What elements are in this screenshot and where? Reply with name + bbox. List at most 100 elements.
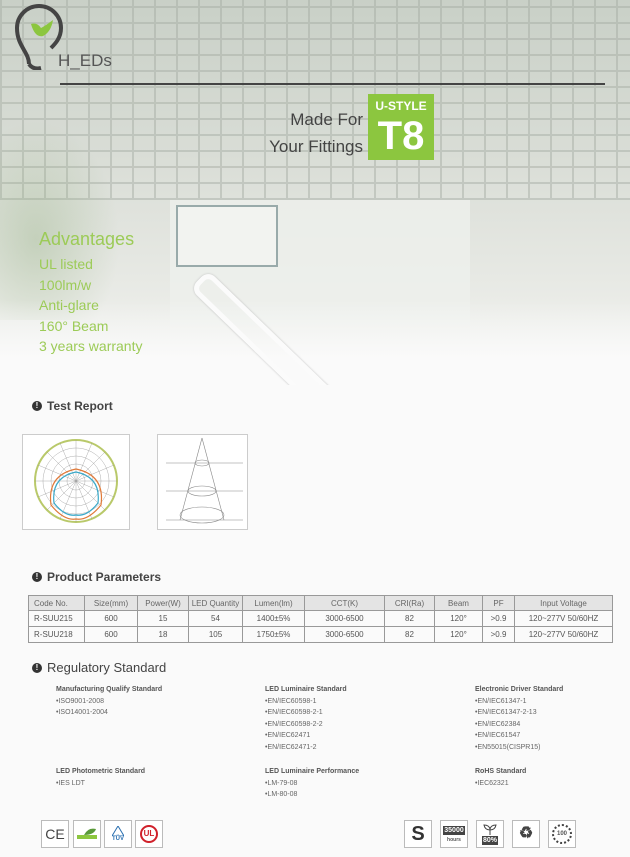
standard-group-title: Manufacturing Qualify Standard <box>56 686 163 693</box>
cell: 82 <box>384 626 435 643</box>
standard-group: LED Luminaire Performance•LM-79-08•LM-80… <box>265 766 359 801</box>
section-title: Product Parameters <box>47 570 162 584</box>
polar-chart <box>22 434 130 530</box>
standard-item: •EN55015(CISPR15) <box>475 743 541 751</box>
column-header: Power(W) <box>137 595 189 611</box>
advantage-item: Anti-glare <box>39 297 99 313</box>
table-header-row: Code No. Size(mm) Power(W) LED Quantity … <box>28 595 613 611</box>
advantage-item: 160° Beam <box>39 317 109 334</box>
standard-group: LED Luminaire Standard •EN/IEC60598-1 •EN/… <box>265 684 347 753</box>
standard-item: •LM-79-08 <box>265 779 298 787</box>
tuv-label: TÜV <box>112 835 124 842</box>
standard-item: •ISO14001-2004 <box>56 709 108 716</box>
standard-item: •EN/IEC61347-2-13 <box>475 709 537 716</box>
standard-item: •EN/IEC62471 <box>265 732 311 739</box>
cell: R-SUU215 <box>28 610 85 627</box>
column-header: LED Quantity <box>188 595 243 611</box>
standard-item: •EN/IEC62384 <box>475 720 521 728</box>
test-report-heading: ! Test Report <box>32 399 113 413</box>
column-header: Input Voltage <box>514 595 613 611</box>
advantages-title: Advantages <box>39 229 135 249</box>
cell: 15 <box>137 610 189 627</box>
parameters-table: Code No. Size(mm) Power(W) LED Quantity … <box>28 595 613 643</box>
tagline: Made For Your Fittings <box>230 106 363 160</box>
cell: 1400±5% <box>242 610 305 627</box>
cert-tuv: TÜV <box>104 820 132 848</box>
standard-item: •LM-80-08 <box>265 791 298 798</box>
cert-s: S <box>404 820 432 848</box>
standard-item: •ISO9001-2008 <box>56 697 104 705</box>
advantage-item: 100lm/w <box>39 276 92 293</box>
cell: 120° <box>434 610 483 627</box>
cell: 120~277V 50/60HZ <box>514 626 613 643</box>
plant-image <box>0 120 120 320</box>
info-icon: ! <box>32 572 42 582</box>
product-parameters-heading: ! Product Parameters <box>32 570 161 584</box>
standard-group: RoHS Standard •IEC62321 <box>475 766 526 789</box>
cell: 3000-6500 <box>304 610 385 627</box>
hero-banner <box>0 0 630 385</box>
ul-mark: UL <box>140 825 158 843</box>
cert-ce: CE <box>41 820 69 848</box>
standard-group-title: LED Photometric Standard <box>56 768 146 775</box>
standard-group: Electronic Driver Standard •EN/IEC61347-1… <box>475 684 563 753</box>
standard-item: •EN/IEC62471-2 <box>265 743 317 751</box>
column-header: PF <box>482 595 515 611</box>
cell: 105 <box>188 626 243 643</box>
cell: 120~277V 50/60HZ <box>514 610 613 627</box>
cone-chart <box>157 434 248 530</box>
standard-item: •EN/IEC60598-1 <box>265 697 317 705</box>
column-header: CRI(Ra) <box>384 595 435 611</box>
cell: 3000-6500 <box>304 626 385 643</box>
standard-item: •EN/IEC61547 <box>475 732 521 739</box>
column-header: CCT(K) <box>304 595 385 611</box>
column-header: Size(mm) <box>84 595 138 611</box>
standard-group-title: RoHS Standard <box>475 768 527 775</box>
cert-ul: UL <box>135 820 163 848</box>
advantage-item: 3 years warranty <box>39 338 143 354</box>
cell: 54 <box>188 610 243 627</box>
ceiling-image <box>0 0 630 200</box>
standard-item: •IEC62321 <box>475 779 509 787</box>
tuv-triangle-icon <box>112 825 124 836</box>
info-icon: ! <box>32 401 42 411</box>
regulatory-heading: ! Regulatory Standard <box>32 660 166 675</box>
sprout-icon <box>483 823 497 835</box>
standard-item: •EN/IEC61347-1 <box>475 697 527 705</box>
lifetime-value: 35000 <box>443 825 465 835</box>
cell: 120° <box>434 626 483 643</box>
cell: >0.9 <box>482 610 515 627</box>
standard-group-title: LED Luminaire Standard <box>265 686 347 693</box>
floor-fade <box>0 300 630 385</box>
cert-rohs <box>73 820 101 848</box>
standard-group-title: Electronic Driver Standard <box>475 686 564 693</box>
advantages: Advantages UL listed 100lm/w Anti-glare … <box>39 228 142 357</box>
header-divider <box>60 83 605 85</box>
product-badge: U-STYLE T8 <box>368 94 434 160</box>
cell: >0.9 <box>482 626 515 643</box>
column-header: Lumen(lm) <box>242 595 305 611</box>
section-title: Regulatory Standard <box>47 660 167 675</box>
logo <box>14 4 65 75</box>
column-header: Code No. <box>28 595 85 611</box>
cell: 18 <box>137 626 189 643</box>
standard-group: LED Photometric Standard •IES LDT <box>56 766 145 789</box>
table-row: R-SUU215 600 15 54 1400±5% 3000-6500 82 … <box>28 610 613 627</box>
lifetime-unit: hours <box>447 836 461 843</box>
section-title: Test Report <box>47 399 113 413</box>
tagline-line1: Made For <box>290 110 363 129</box>
standard-group: Manufacturing Qualify Standard •ISO9001-2… <box>56 684 162 719</box>
cell: 1750±5% <box>242 626 305 643</box>
cell: 600 <box>84 610 138 627</box>
cell: 600 <box>84 626 138 643</box>
table-row: R-SUU218 600 18 105 1750±5% 3000-6500 82… <box>28 626 613 643</box>
standard-item: •EN/IEC60598-2-2 <box>265 720 323 728</box>
standard-item: •IES LDT <box>56 779 85 787</box>
saving-value: 80% <box>481 835 498 845</box>
cell: R-SUU218 <box>28 626 85 643</box>
standard-item: •EN/IEC60598-2-1 <box>265 709 323 716</box>
advantage-item: UL listed <box>39 256 93 272</box>
recyclable-100-mark: 100 <box>552 824 572 844</box>
cert-100: 100 <box>548 820 576 848</box>
